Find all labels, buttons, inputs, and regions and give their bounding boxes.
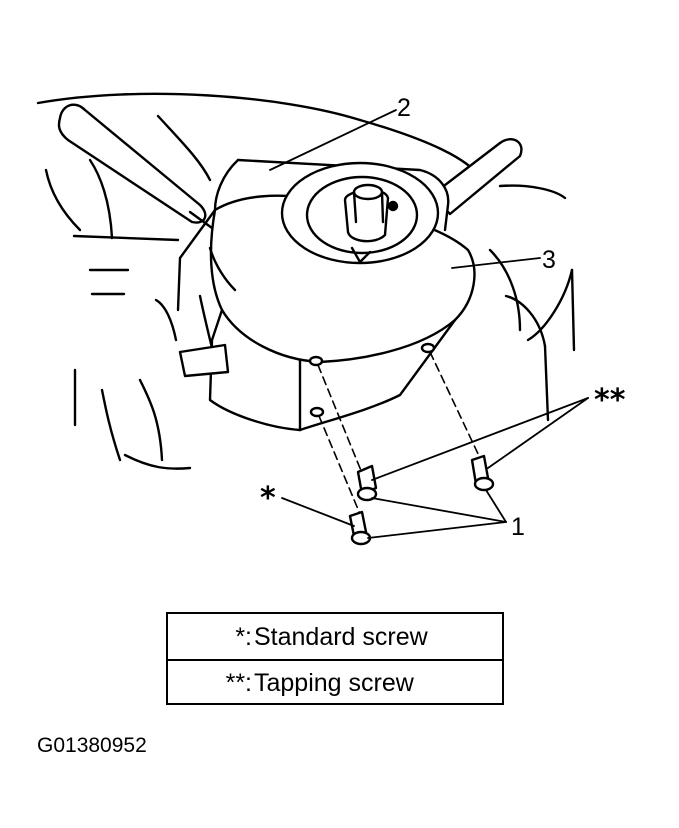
screw-legend-table: *: Standard screw **: Tapping screw (166, 612, 504, 705)
callout-2: 2 (397, 94, 411, 122)
steering-column-cover-illustration (36, 92, 589, 546)
callout-3: 3 (542, 246, 556, 274)
callout-1: 1 (511, 513, 525, 541)
legend-symbol: *: (235, 623, 252, 651)
dashboard-outline (36, 92, 576, 470)
legend-text: Standard screw (254, 623, 428, 651)
left-stalk (57, 103, 214, 230)
leader-lines (269, 109, 589, 539)
figure-id: G01380952 (37, 734, 147, 757)
legend-symbol: **: (225, 669, 252, 697)
screw-holes (308, 342, 436, 418)
legend-text: Tapping screw (254, 669, 414, 697)
standard-screw (348, 510, 372, 546)
callout-single-star: * (260, 481, 276, 516)
key-cylinder (280, 161, 440, 265)
legend-row-standard: *: Standard screw (168, 614, 502, 661)
tapping-screw-left (356, 464, 378, 502)
tapping-screw-right (470, 454, 495, 492)
right-stalk (430, 138, 523, 216)
screw-guide-lines (317, 351, 481, 515)
legend-row-tapping: **: Tapping screw (168, 660, 502, 705)
callout-double-star: ** (594, 383, 626, 418)
